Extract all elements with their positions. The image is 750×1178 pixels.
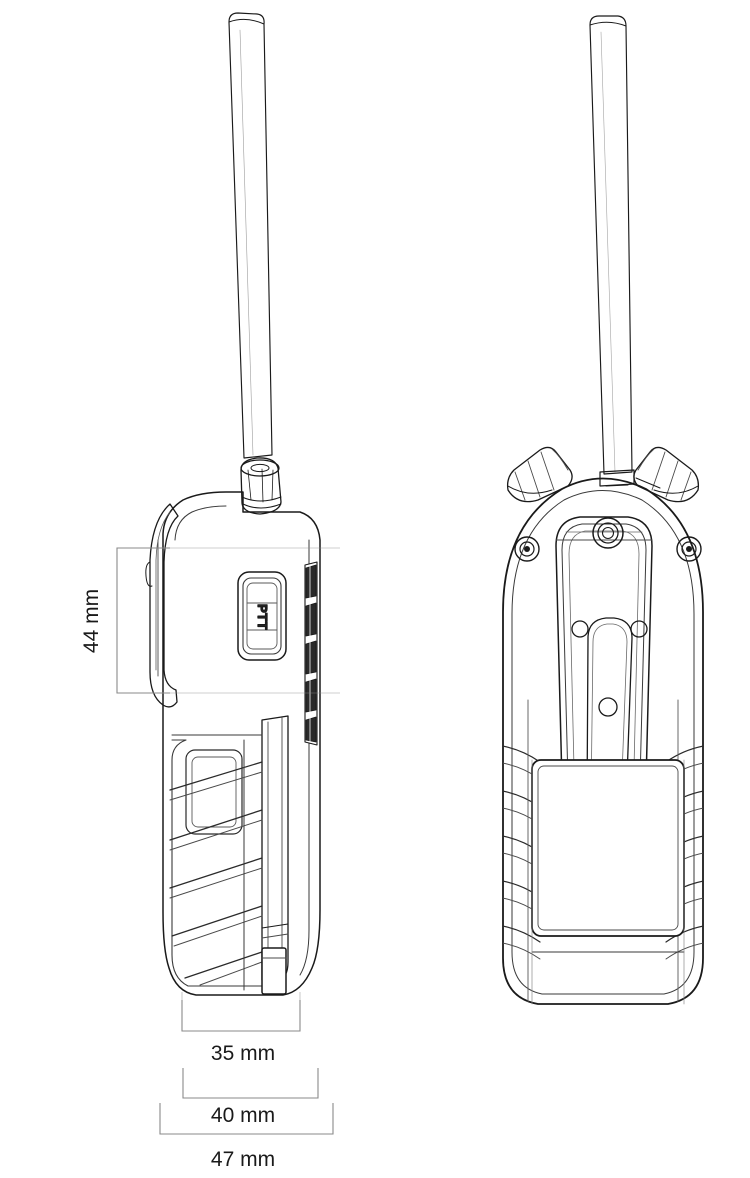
back-clip-screw-right — [676, 536, 702, 562]
dimension-35mm — [181, 992, 301, 1032]
back-control-knob-right[interactable] — [633, 446, 700, 503]
side-ptt-button[interactable] — [237, 571, 287, 661]
back-bottom-seam — [531, 759, 685, 1005]
side-ribbed-grip — [169, 734, 269, 991]
back-control-knob-left[interactable] — [506, 446, 573, 503]
side-body-outline — [162, 491, 321, 996]
dimension-47mm — [159, 1103, 334, 1135]
back-battery-door — [531, 759, 685, 937]
dimension-label-47mm: 47 mm — [211, 1148, 275, 1171]
side-antenna — [228, 12, 273, 459]
back-clip-screw-left — [514, 536, 540, 562]
side-belt-clip-profile — [145, 503, 179, 708]
back-body-outline — [502, 477, 704, 1005]
ptt-label: PTT — [255, 604, 270, 630]
back-view — [502, 15, 704, 1005]
dimension-label-40mm: 40 mm — [211, 1104, 275, 1127]
dimension-label-35mm: 35 mm — [211, 1042, 275, 1065]
dimension-annotations — [116, 547, 340, 1135]
side-view: PTT — [145, 12, 321, 996]
dimension-40mm — [182, 1068, 319, 1099]
side-button-strip[interactable] — [304, 561, 318, 746]
side-bottom-tab — [261, 947, 287, 995]
dimension-44mm — [116, 547, 340, 694]
dimension-label-44mm: 44 mm — [80, 589, 103, 653]
